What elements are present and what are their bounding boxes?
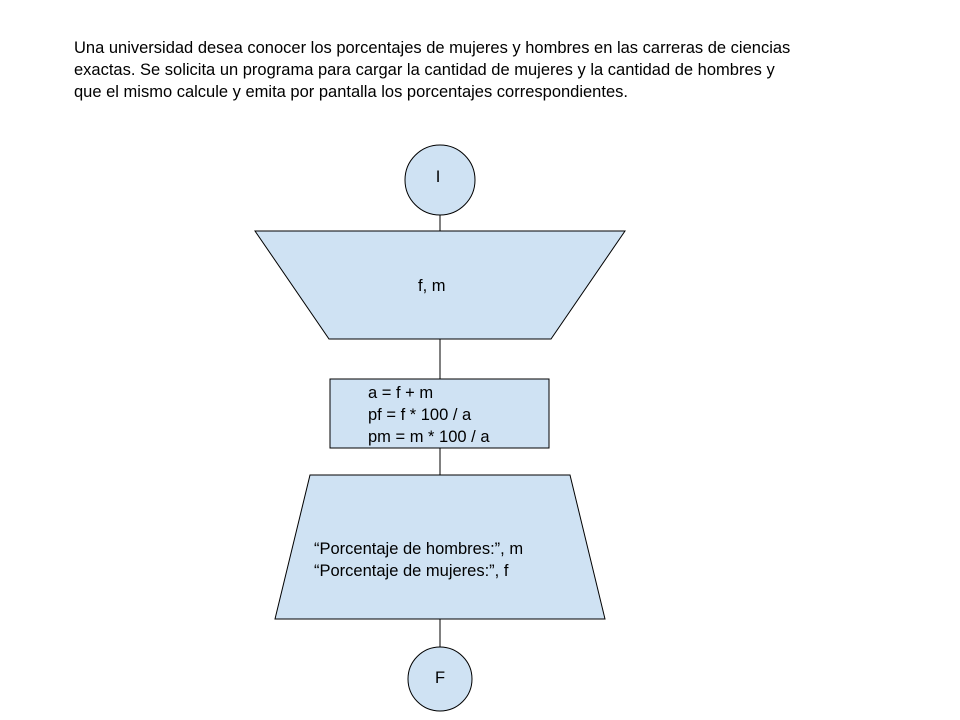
statement-line-2: exactas. Se solicita un programa para ca… xyxy=(74,61,775,79)
start-node: I xyxy=(404,144,476,216)
input-shape xyxy=(254,230,626,340)
process-shape xyxy=(329,378,550,449)
input-node: f, m xyxy=(254,230,626,340)
statement-line-1: Una universidad desea conocer los porcen… xyxy=(74,39,791,57)
end-node: F xyxy=(407,646,473,712)
process-node: a = f + m pf = f * 100 / a pm = m * 100 … xyxy=(329,378,550,449)
process-line-1: a = f + m xyxy=(368,384,433,402)
input-label: f, m xyxy=(418,277,446,295)
output-shape xyxy=(274,474,606,620)
process-line-2: pf = f * 100 / a xyxy=(368,406,472,424)
end-label: F xyxy=(435,669,445,687)
start-label: I xyxy=(436,168,441,186)
output-node: “Porcentaje de hombres:”, m “Porcentaje … xyxy=(274,474,606,620)
output-line-1: “Porcentaje de hombres:”, m xyxy=(314,540,523,558)
problem-statement: Una universidad desea conocer los porcen… xyxy=(74,37,914,103)
start-circle xyxy=(404,144,476,216)
statement-line-3: que el mismo calcule y emita por pantall… xyxy=(74,83,628,101)
end-circle xyxy=(407,646,473,712)
output-line-2: “Porcentaje de mujeres:”, f xyxy=(314,562,509,580)
process-line-3: pm = m * 100 / a xyxy=(368,428,490,446)
